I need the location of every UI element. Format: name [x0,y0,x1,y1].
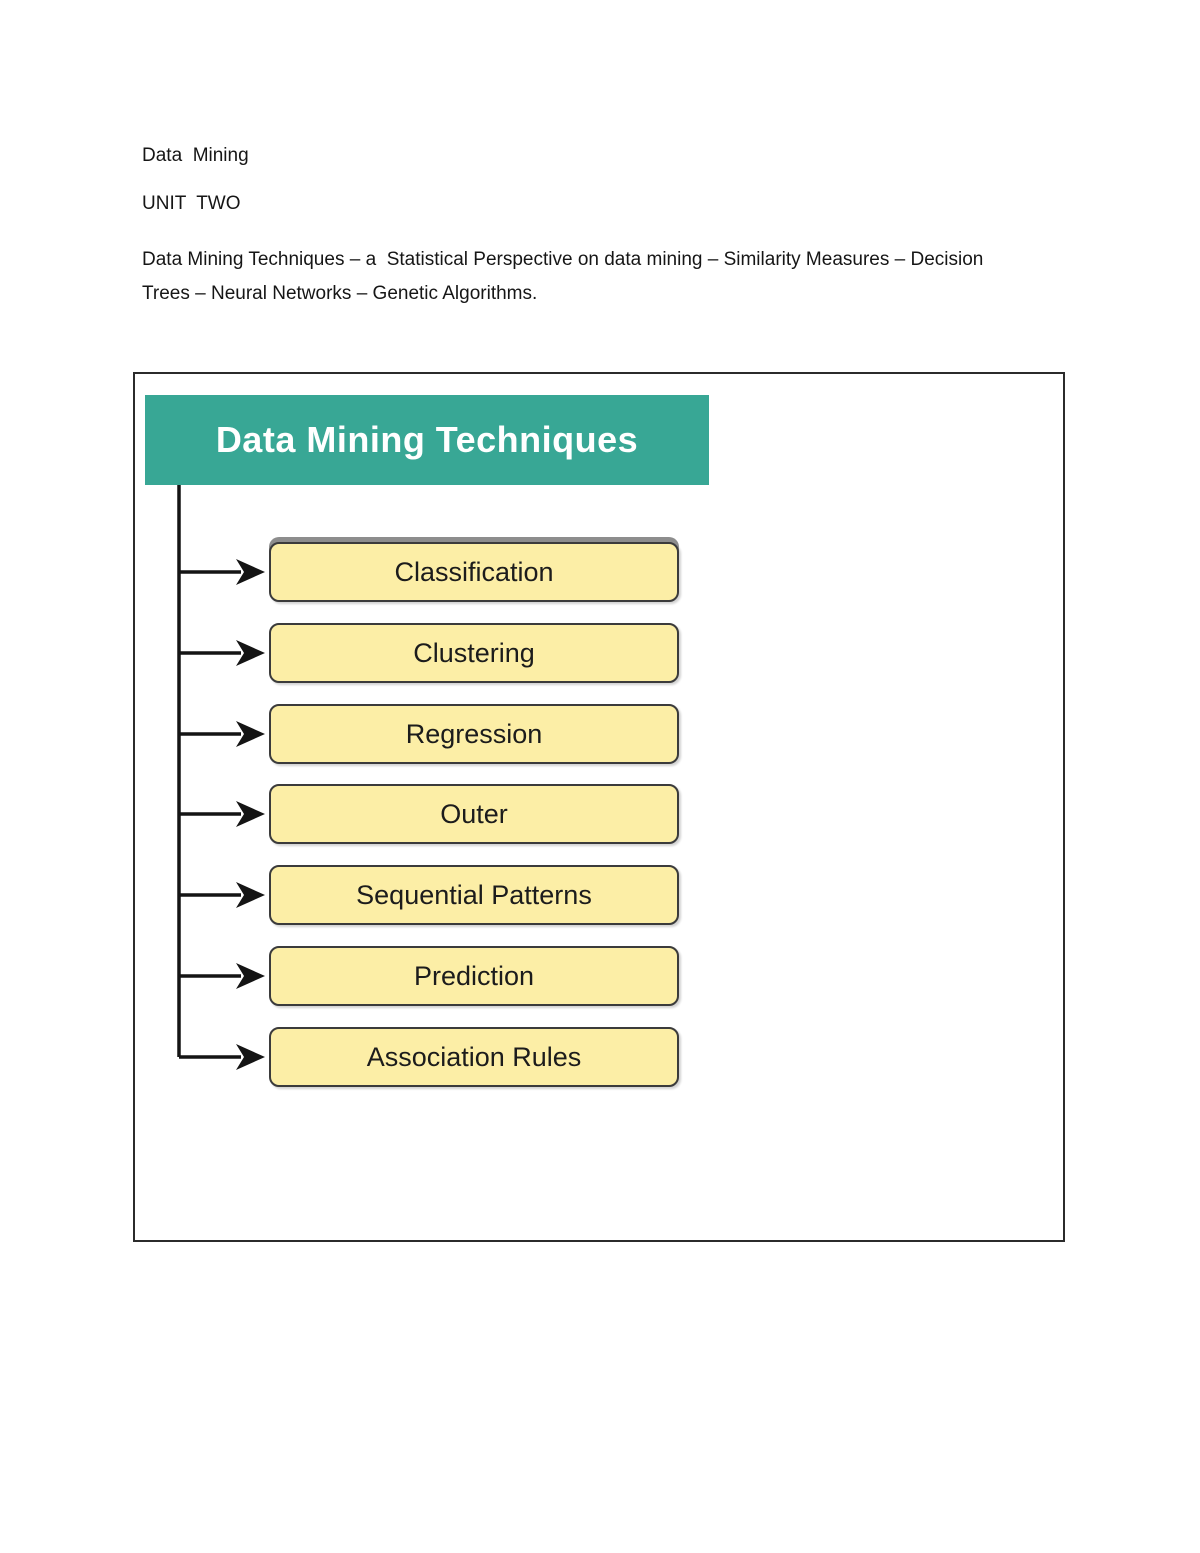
doc-paragraph: Data Mining Techniques – a Statistical P… [142,249,984,304]
technique-box-prediction: Prediction [269,946,679,1006]
technique-box-regression: Regression [269,704,679,764]
connector-lines [177,485,265,1070]
doc-title: Data Mining [142,145,249,166]
diagram-title-banner: Data Mining Techniques [145,395,709,485]
figure-frame: Data Mining Techniques Classification Cl… [133,372,1065,1242]
diagram-title: Data Mining Techniques [215,419,639,460]
technique-box-classification: Classification [269,542,679,602]
doc-unit-heading: UNIT TWO [142,193,241,214]
technique-box-outer: Outer [269,784,679,844]
technique-box-sequential-patterns: Sequential Patterns [269,865,679,925]
technique-box-association-rules: Association Rules [269,1027,679,1087]
technique-box-clustering: Clustering [269,623,679,683]
